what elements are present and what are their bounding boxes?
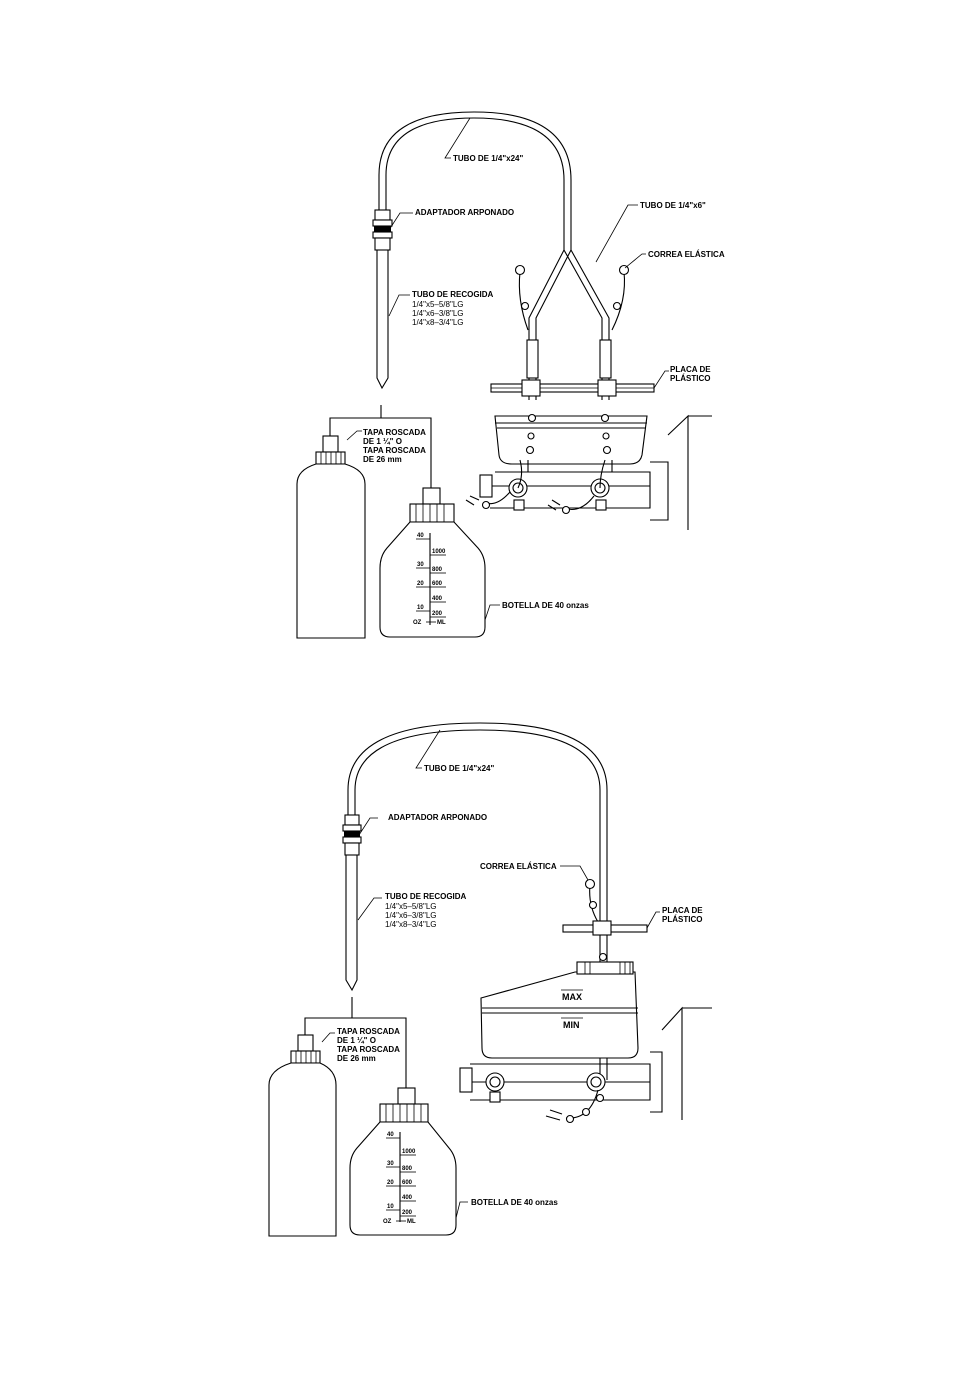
y-connector (526, 249, 612, 400)
label-tube-24: TUBO DE 1/4"x24" (424, 764, 494, 773)
scale-ml-mark: 600 (432, 581, 443, 587)
reservoir-max-mark: MAX (562, 992, 582, 1002)
elastic-strap (584, 878, 599, 923)
scale-oz-mark: 30 (387, 1161, 394, 1167)
label-pickup-size: 1/4"x8–3/4"LG (412, 318, 464, 327)
leader-lines (346, 117, 669, 621)
scale-oz-mark: 20 (387, 1180, 394, 1186)
diagram-bottom (268, 722, 712, 1237)
pickup-tube (345, 855, 358, 992)
bottle-scale: 40 1000 30 800 20 600 400 10 200 OZ ML (383, 1132, 416, 1225)
label-screw-cap: TAPA ROSCADA (363, 446, 426, 455)
leader-lines (321, 729, 660, 1219)
reservoir (494, 413, 648, 465)
label-plastic-plate: PLÁSTICO (662, 915, 702, 924)
scale-ml-mark: 200 (432, 611, 443, 617)
label-screw-cap: DE 1 ¼" O (337, 1036, 376, 1045)
scale-oz-mark: 10 (387, 1204, 394, 1210)
label-plastic-plate: PLÁSTICO (670, 374, 710, 383)
label-screw-cap: DE 26 mm (337, 1054, 376, 1063)
label-pickup-size: 1/4"x5–5/8"LG (412, 300, 464, 309)
scale-ml-mark: 200 (402, 1210, 413, 1216)
tall-bottle (296, 435, 366, 639)
label-pickup-size: 1/4"x5–5/8"LG (385, 902, 437, 911)
label-pickup-tube: TUBO DE RECOGIDA (412, 290, 494, 299)
label-screw-cap: TAPA ROSCADA (363, 428, 426, 437)
label-bottle: BOTELLA DE 40 onzas (502, 601, 589, 610)
plastic-plate (490, 379, 655, 397)
label-pickup-size: 1/4"x8–3/4"LG (385, 920, 437, 929)
tall-bottle (268, 1034, 337, 1237)
scale-oz-unit: OZ (413, 620, 422, 626)
label-screw-cap: TAPA ROSCADA (337, 1045, 400, 1054)
label-pickup-tube: TUBO DE RECOGIDA (385, 892, 467, 901)
label-pickup-size: 1/4"x6–3/8"LG (412, 309, 464, 318)
plastic-plate (562, 920, 648, 936)
scale-ml-mark: 1000 (402, 1149, 416, 1155)
label-screw-cap: DE 26 mm (363, 455, 402, 464)
label-elastic-strap: CORREA ELÁSTICA (648, 250, 725, 259)
label-plastic-plate: PLACA DE (670, 365, 711, 374)
elastic-strap (514, 264, 630, 331)
scale-ml-mark: 600 (402, 1180, 413, 1186)
diagram-top (296, 111, 712, 639)
tube-24in (378, 111, 572, 250)
pickup-tube (376, 250, 389, 390)
master-cylinder (459, 1006, 712, 1124)
bottle-scale: 40 1000 30 800 20 600 400 10 200 OZ ML (413, 533, 446, 626)
master-cylinder (465, 414, 712, 530)
label-tube-24: TUBO DE 1/4"x24" (453, 154, 523, 163)
tube-24in (347, 722, 608, 925)
label-screw-cap: TAPA ROSCADA (337, 1027, 400, 1036)
graduated-bottle (349, 1087, 457, 1236)
scale-oz-unit: OZ (383, 1219, 392, 1225)
barbed-adapter (372, 209, 393, 251)
reservoir-min-mark: MIN (563, 1020, 580, 1030)
label-barbed-adapter: ADAPTADOR ARPONADO (415, 208, 514, 217)
barbed-adapter (342, 814, 362, 856)
graduated-bottle (379, 487, 486, 638)
scale-oz-mark: 40 (417, 533, 424, 539)
scale-ml-unit: ML (407, 1219, 416, 1225)
label-pickup-size: 1/4"x6–3/8"LG (385, 911, 437, 920)
scale-ml-mark: 800 (402, 1166, 413, 1172)
label-bottle: BOTELLA DE 40 onzas (471, 1198, 558, 1207)
scale-oz-mark: 10 (417, 605, 424, 611)
label-plastic-plate: PLACA DE (662, 906, 703, 915)
scale-oz-mark: 30 (417, 562, 424, 568)
label-screw-cap: DE 1 ¼" O (363, 437, 402, 446)
scale-oz-mark: 40 (387, 1132, 394, 1138)
label-tube-6: TUBO DE 1/4"x6" (640, 201, 706, 210)
label-barbed-adapter: ADAPTADOR ARPONADO (388, 813, 487, 822)
scale-oz-mark: 20 (417, 581, 424, 587)
reservoir (480, 961, 639, 1059)
scale-ml-mark: 1000 (432, 549, 446, 555)
scale-ml-mark: 400 (402, 1195, 413, 1201)
label-elastic-strap: CORREA ELÁSTICA (480, 862, 557, 871)
scale-ml-mark: 400 (432, 596, 443, 602)
scale-ml-mark: 800 (432, 567, 443, 573)
scale-ml-unit: ML (437, 620, 446, 626)
